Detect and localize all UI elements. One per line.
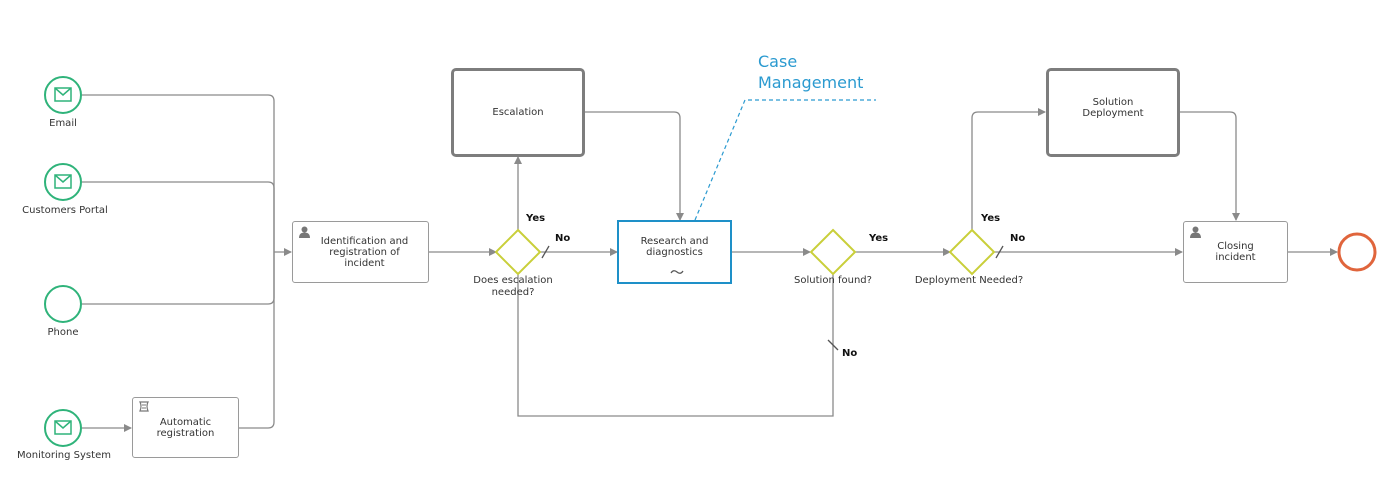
start-event-portal[interactable] [44, 163, 82, 201]
label-monitoring: Monitoring System [17, 450, 111, 461]
task-identification-line2: registration of [329, 246, 400, 258]
task-automatic-registration-line1: Automatic [159, 416, 212, 428]
subprocess-escalation[interactable]: Escalation [451, 68, 585, 157]
label-phone: Phone [47, 327, 79, 338]
user-icon [1190, 226, 1201, 238]
user-icon [299, 226, 310, 238]
flow-label-gw1-no: No [555, 233, 571, 244]
default-mark-gw2 [827, 339, 839, 351]
gateway-deployment[interactable] [948, 228, 996, 276]
label-gateway-escalation-line1: Does escalation [473, 275, 553, 286]
subprocess-solution-line1: Solution [1092, 96, 1134, 108]
annotation-line2: Management [758, 73, 864, 92]
flow-label-gw2-yes: Yes [869, 233, 889, 244]
flow-escalation-to-research [585, 111, 684, 221]
start-event-email[interactable] [44, 76, 82, 114]
gateway-solution[interactable] [809, 228, 857, 276]
start-event-phone[interactable] [44, 285, 82, 323]
flow-gw2-no-loop [517, 274, 834, 417]
script-icon [139, 401, 149, 412]
default-mark-gw3 [995, 245, 1004, 259]
adhoc-tilde-icon [670, 270, 684, 274]
flow-deploy-to-closing [1180, 111, 1240, 221]
task-identification-line1: Identification and [320, 235, 409, 247]
envelope-icon [54, 87, 72, 102]
annotation-line1: Case [758, 52, 798, 71]
flow-phone-to-merge [82, 252, 275, 305]
label-gateway-solution: Solution found? [794, 275, 872, 286]
label-gateway-escalation-line2: needed? [491, 287, 535, 298]
task-closing-line1: Closing [1217, 241, 1254, 252]
flow-label-gw1-yes: Yes [526, 213, 546, 224]
annotation-link [694, 99, 876, 221]
flow-portal-to-merge [82, 181, 275, 252]
flow-label-gw2-no: No [842, 348, 858, 359]
label-email: Email [49, 118, 77, 129]
task-research-line2: diagnostics [646, 247, 703, 258]
label-portal: Customers Portal [22, 205, 108, 216]
subprocess-escalation-label: Escalation [492, 107, 544, 118]
subprocess-solution-line2: Deployment [1082, 107, 1144, 119]
end-event[interactable] [1337, 232, 1377, 272]
task-research-line1: Research and [640, 236, 709, 247]
gateway-escalation[interactable] [494, 228, 542, 276]
envelope-icon [54, 174, 72, 189]
start-event-monitoring[interactable] [44, 409, 82, 447]
flow-email-to-merge [82, 94, 275, 252]
flow-auto-to-merge [239, 252, 275, 429]
default-mark-gw1 [541, 245, 550, 259]
flow-label-gw3-no: No [1010, 233, 1026, 244]
label-gateway-deployment: Deployment Needed? [914, 275, 1024, 286]
task-closing-line2: incident [1215, 252, 1256, 263]
flow-label-gw3-yes: Yes [981, 213, 1001, 224]
task-identification-line3: incident [344, 257, 385, 269]
flow-gw3-yes-to-deploy [971, 108, 1046, 230]
envelope-icon [54, 420, 72, 435]
task-automatic-registration-line2: registration [156, 427, 215, 439]
